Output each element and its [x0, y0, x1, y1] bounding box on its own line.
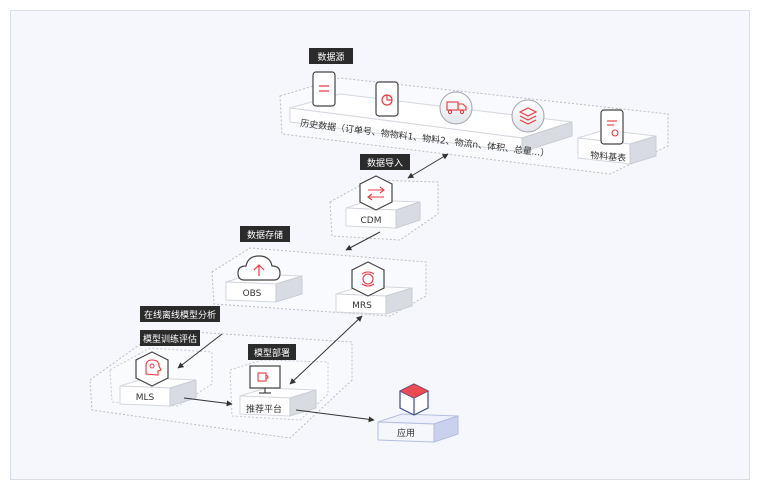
recommend-platform [239, 387, 317, 417]
transfer-arrows-icon [359, 175, 393, 211]
application-platform [377, 413, 459, 443]
tag-data-storage-text: 数据存储 [247, 229, 283, 241]
connector-source-cdm [407, 153, 449, 179]
tag-data-source [309, 48, 353, 64]
cube-icon [399, 383, 429, 416]
connector-recommend-app [295, 409, 375, 423]
tag-online-offline [140, 306, 220, 322]
logistics-truck-icon [439, 91, 473, 125]
mrs-cluster-icon [351, 261, 385, 297]
tag-data-storage [240, 226, 290, 242]
chart-phone-icon [375, 81, 399, 117]
recommend-platform-label: 推荐平台 [246, 403, 282, 415]
tag-model-train-eval [140, 330, 200, 346]
cdm-label: CDM [361, 216, 382, 226]
connector-mls-recommend [183, 397, 233, 407]
material-table-label: 物料基表 [590, 149, 627, 164]
mls-label: MLS [136, 393, 155, 403]
tag-model-deploy-text: 模型部署 [254, 347, 290, 359]
ai-brain-icon [135, 351, 169, 387]
obs-label: OBS [243, 289, 262, 299]
tag-data-source-text: 数据源 [317, 51, 344, 63]
connector-storage-mls [177, 333, 223, 369]
cloud-upload-icon [237, 255, 281, 281]
mrs-label: MRS [352, 301, 372, 311]
tag-data-import [360, 154, 410, 170]
material-phone-icon [600, 109, 624, 145]
connector-cdm-storage [345, 231, 381, 251]
tag-online-offline-text: 在线离线模型分析 [144, 309, 216, 321]
document-phone-icon [312, 71, 336, 107]
connector-mrs-recommend [289, 315, 363, 385]
tag-model-train-eval-text: 模型训练评估 [143, 333, 197, 345]
monitor-icon [249, 365, 281, 394]
tag-data-import-text: 数据导入 [367, 157, 403, 169]
history-data-platform [289, 93, 573, 153]
layers-stack-icon [511, 99, 545, 133]
application-label: 应用 [397, 427, 415, 439]
tag-model-deploy [248, 344, 296, 360]
